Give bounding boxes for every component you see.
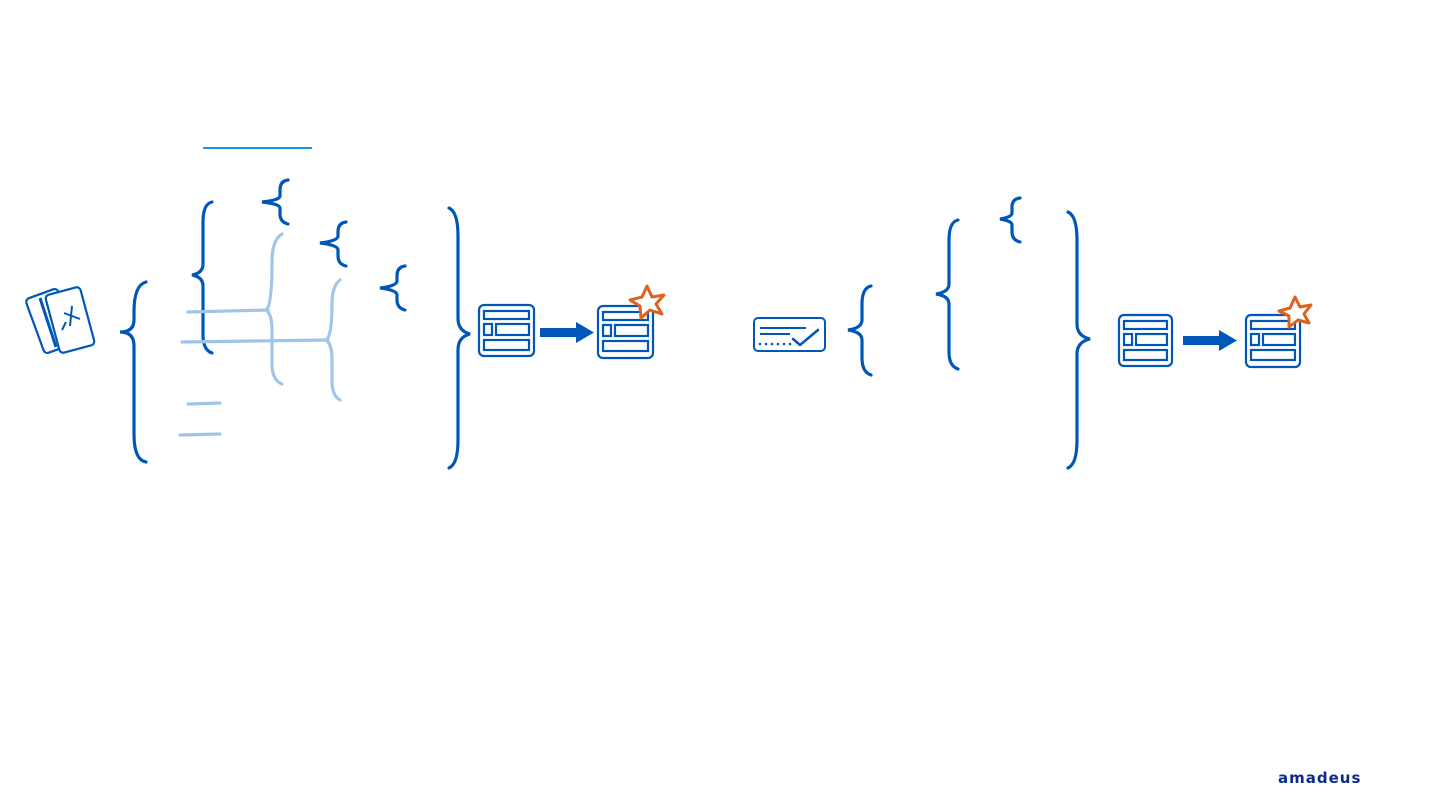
right-flow-brace-small	[999, 196, 1022, 244]
right-arrow-icon	[1183, 330, 1237, 351]
right-brace-large	[447, 206, 471, 470]
right-flow-brace-large	[1066, 210, 1091, 470]
small-brace-2	[319, 220, 348, 268]
web-form-starred-icon	[1244, 295, 1313, 369]
boarding-pass-tickets-icon	[25, 286, 96, 355]
small-brace-1	[261, 178, 290, 226]
web-form-icon	[477, 303, 536, 358]
small-brace-3	[379, 264, 407, 312]
right-arrow-icon	[540, 322, 594, 343]
star-icon	[628, 284, 666, 320]
ticket-with-checkmark-icon	[753, 317, 826, 352]
web-form-starred-icon	[596, 284, 666, 360]
star-icon	[1277, 295, 1313, 329]
light-blue-connectors	[178, 232, 342, 437]
amadeus-logo-icon: amadeus	[1278, 769, 1361, 787]
left-brace-inner	[191, 200, 214, 355]
right-flow-brace-1	[847, 284, 873, 377]
web-form-icon	[1117, 313, 1174, 368]
logo-text: amadeus	[1278, 769, 1361, 787]
left-brace-large	[119, 280, 148, 464]
right-flow-brace-2	[935, 218, 960, 371]
